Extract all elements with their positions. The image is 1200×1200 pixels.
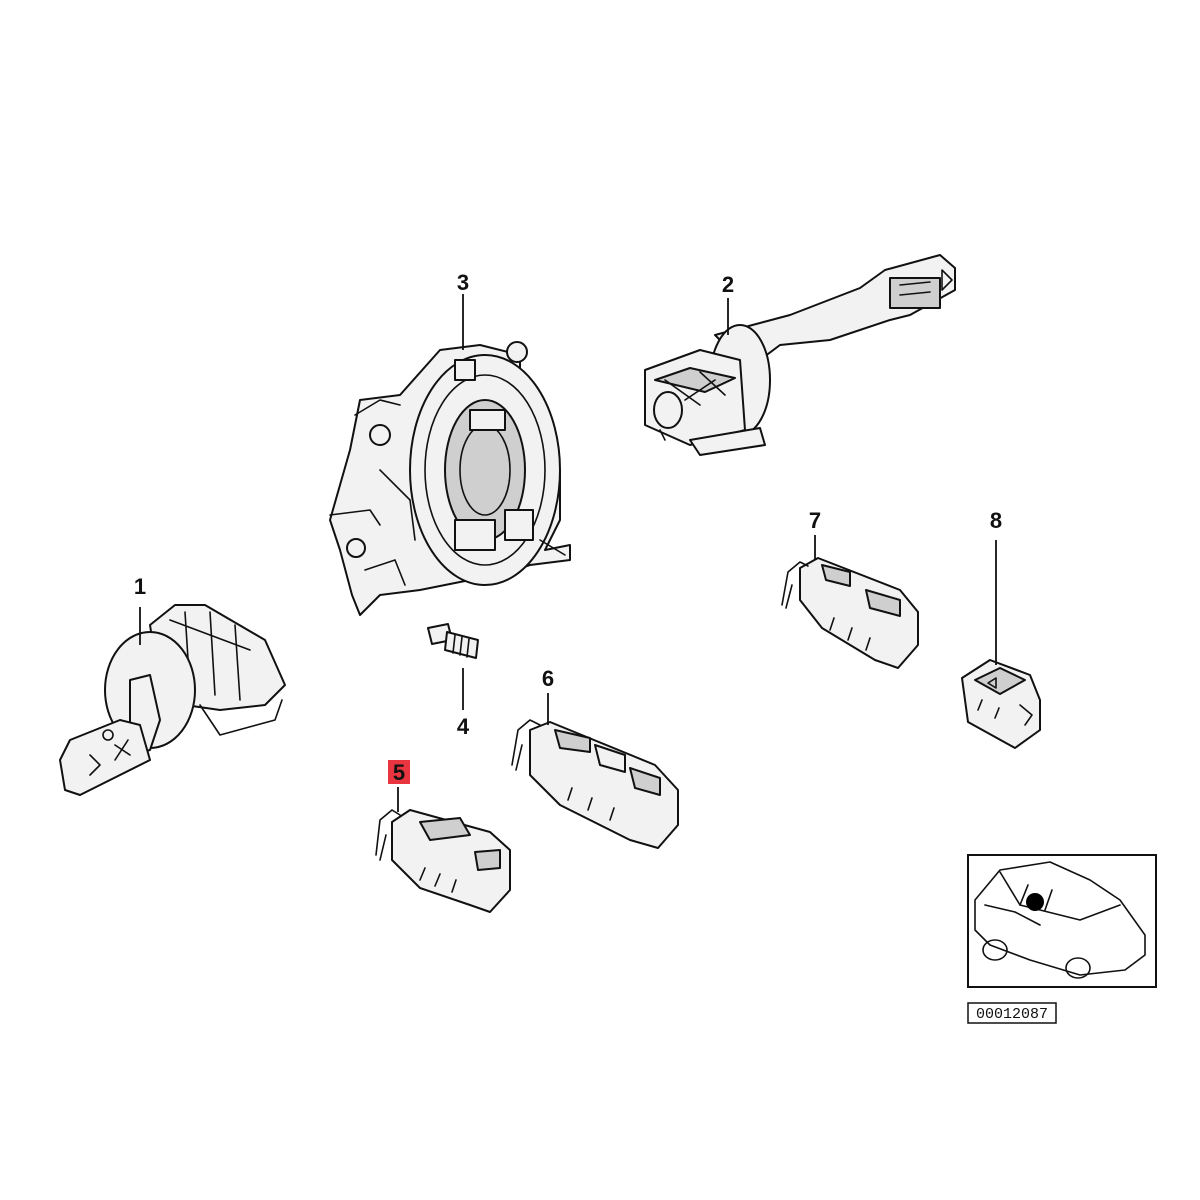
car-location-icon: [967, 854, 1157, 988]
part-5-single-window-switch-icon: [375, 809, 511, 913]
part-3-housing-icon: [329, 341, 571, 616]
callout-4: 4: [457, 714, 470, 739]
callout-6: 6: [542, 666, 554, 691]
part-6-triple-window-switch-icon: [511, 719, 679, 849]
part-2-wiper-stalk-icon: [644, 254, 956, 456]
callout-8: 8: [990, 508, 1002, 533]
callout-5: 5: [393, 760, 405, 785]
reference-code: 00012087: [976, 1006, 1048, 1023]
part-4-screw-icon: [427, 623, 479, 659]
reference-code-box: [967, 1002, 1057, 1024]
callout-5-highlight: [388, 760, 410, 784]
callout-1: 1: [134, 574, 146, 599]
part-8-small-switch-icon: [961, 659, 1041, 749]
callout-7: 7: [809, 508, 821, 533]
callout-3: 3: [457, 270, 469, 295]
callout-2: 2: [722, 272, 734, 297]
part-7-double-window-switch-icon: [781, 557, 919, 669]
part-1-turn-signal-stalk-icon: [59, 604, 286, 796]
